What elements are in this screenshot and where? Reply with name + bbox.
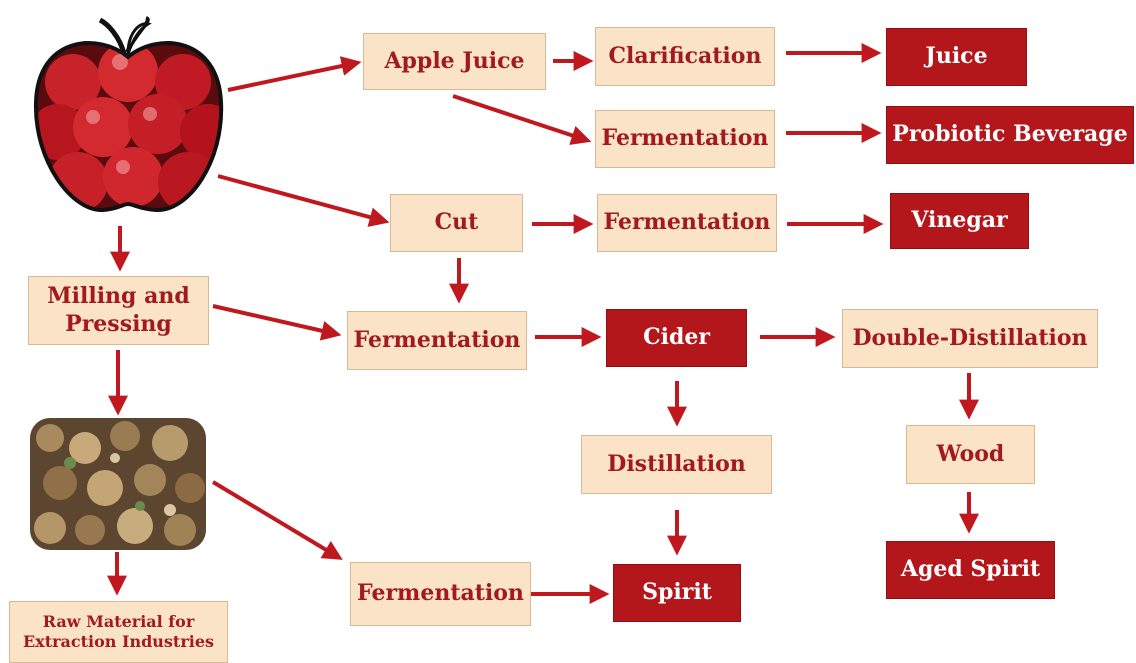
aged-spirit-box: Aged Spirit: [886, 541, 1055, 599]
milling-pressing-box: Milling and Pressing: [28, 276, 209, 345]
apple-basket-image: [33, 16, 224, 213]
probiotic-beverage-box: Probiotic Beverage: [886, 106, 1134, 164]
fermentation-main-box: Fermentation: [347, 311, 527, 370]
milling-label-line1: Milling and: [47, 283, 190, 309]
wood-label: Wood: [936, 440, 1005, 467]
arrow-apple-to-cut: [217, 174, 390, 227]
wood-box: Wood: [906, 425, 1035, 484]
probiotic-beverage-label: Probiotic Beverage: [892, 121, 1128, 148]
spirit-box: Spirit: [613, 564, 741, 622]
fermentation-main-label: Fermentation: [353, 326, 521, 353]
double-distillation-box: Double-Distillation: [842, 309, 1098, 368]
fermentation-pomace-box: Fermentation: [350, 562, 531, 626]
aged-spirit-label: Aged Spirit: [900, 556, 1041, 583]
clarification-box: Clarification: [595, 27, 775, 86]
arrow-juice-to-fermentation: [452, 94, 592, 145]
raw-material-label-line2: Extraction Industries: [22, 632, 215, 651]
pomace-image: [30, 418, 206, 550]
fermentation-cut-label: Fermentation: [603, 209, 771, 236]
fermentation-pomace-label: Fermentation: [357, 580, 524, 607]
spirit-label: Spirit: [642, 579, 712, 606]
fermentation-juice-box: Fermentation: [595, 110, 775, 168]
cider-label: Cider: [643, 324, 710, 351]
apple-juice-box: Apple Juice: [363, 33, 546, 90]
juice-box: Juice: [886, 28, 1027, 86]
cider-box: Cider: [606, 309, 747, 367]
juice-label: Juice: [925, 43, 988, 70]
arrow-milling-to-fermentation: [212, 304, 342, 341]
double-distillation-label: Double-Distillation: [852, 324, 1088, 351]
distillation-box: Distillation: [581, 435, 772, 494]
raw-material-box: Raw Material for Extraction Industries: [9, 601, 228, 663]
apple-juice-label: Apple Juice: [384, 47, 525, 74]
arrow-apple-to-juice: [227, 56, 362, 92]
cut-label: Cut: [434, 209, 479, 236]
milling-label-line2: Pressing: [65, 310, 172, 337]
clarification-label: Clarification: [608, 42, 762, 69]
fermentation-cut-box: Fermentation: [597, 194, 777, 252]
distillation-label: Distillation: [607, 450, 746, 477]
fermentation-juice-label: Fermentation: [601, 125, 769, 152]
vinegar-label: Vinegar: [911, 207, 1008, 234]
cut-box: Cut: [390, 194, 523, 252]
raw-material-label-line1: Raw Material for: [42, 612, 195, 631]
vinegar-box: Vinegar: [890, 193, 1029, 249]
arrow-pomace-to-fermentation: [211, 480, 343, 560]
